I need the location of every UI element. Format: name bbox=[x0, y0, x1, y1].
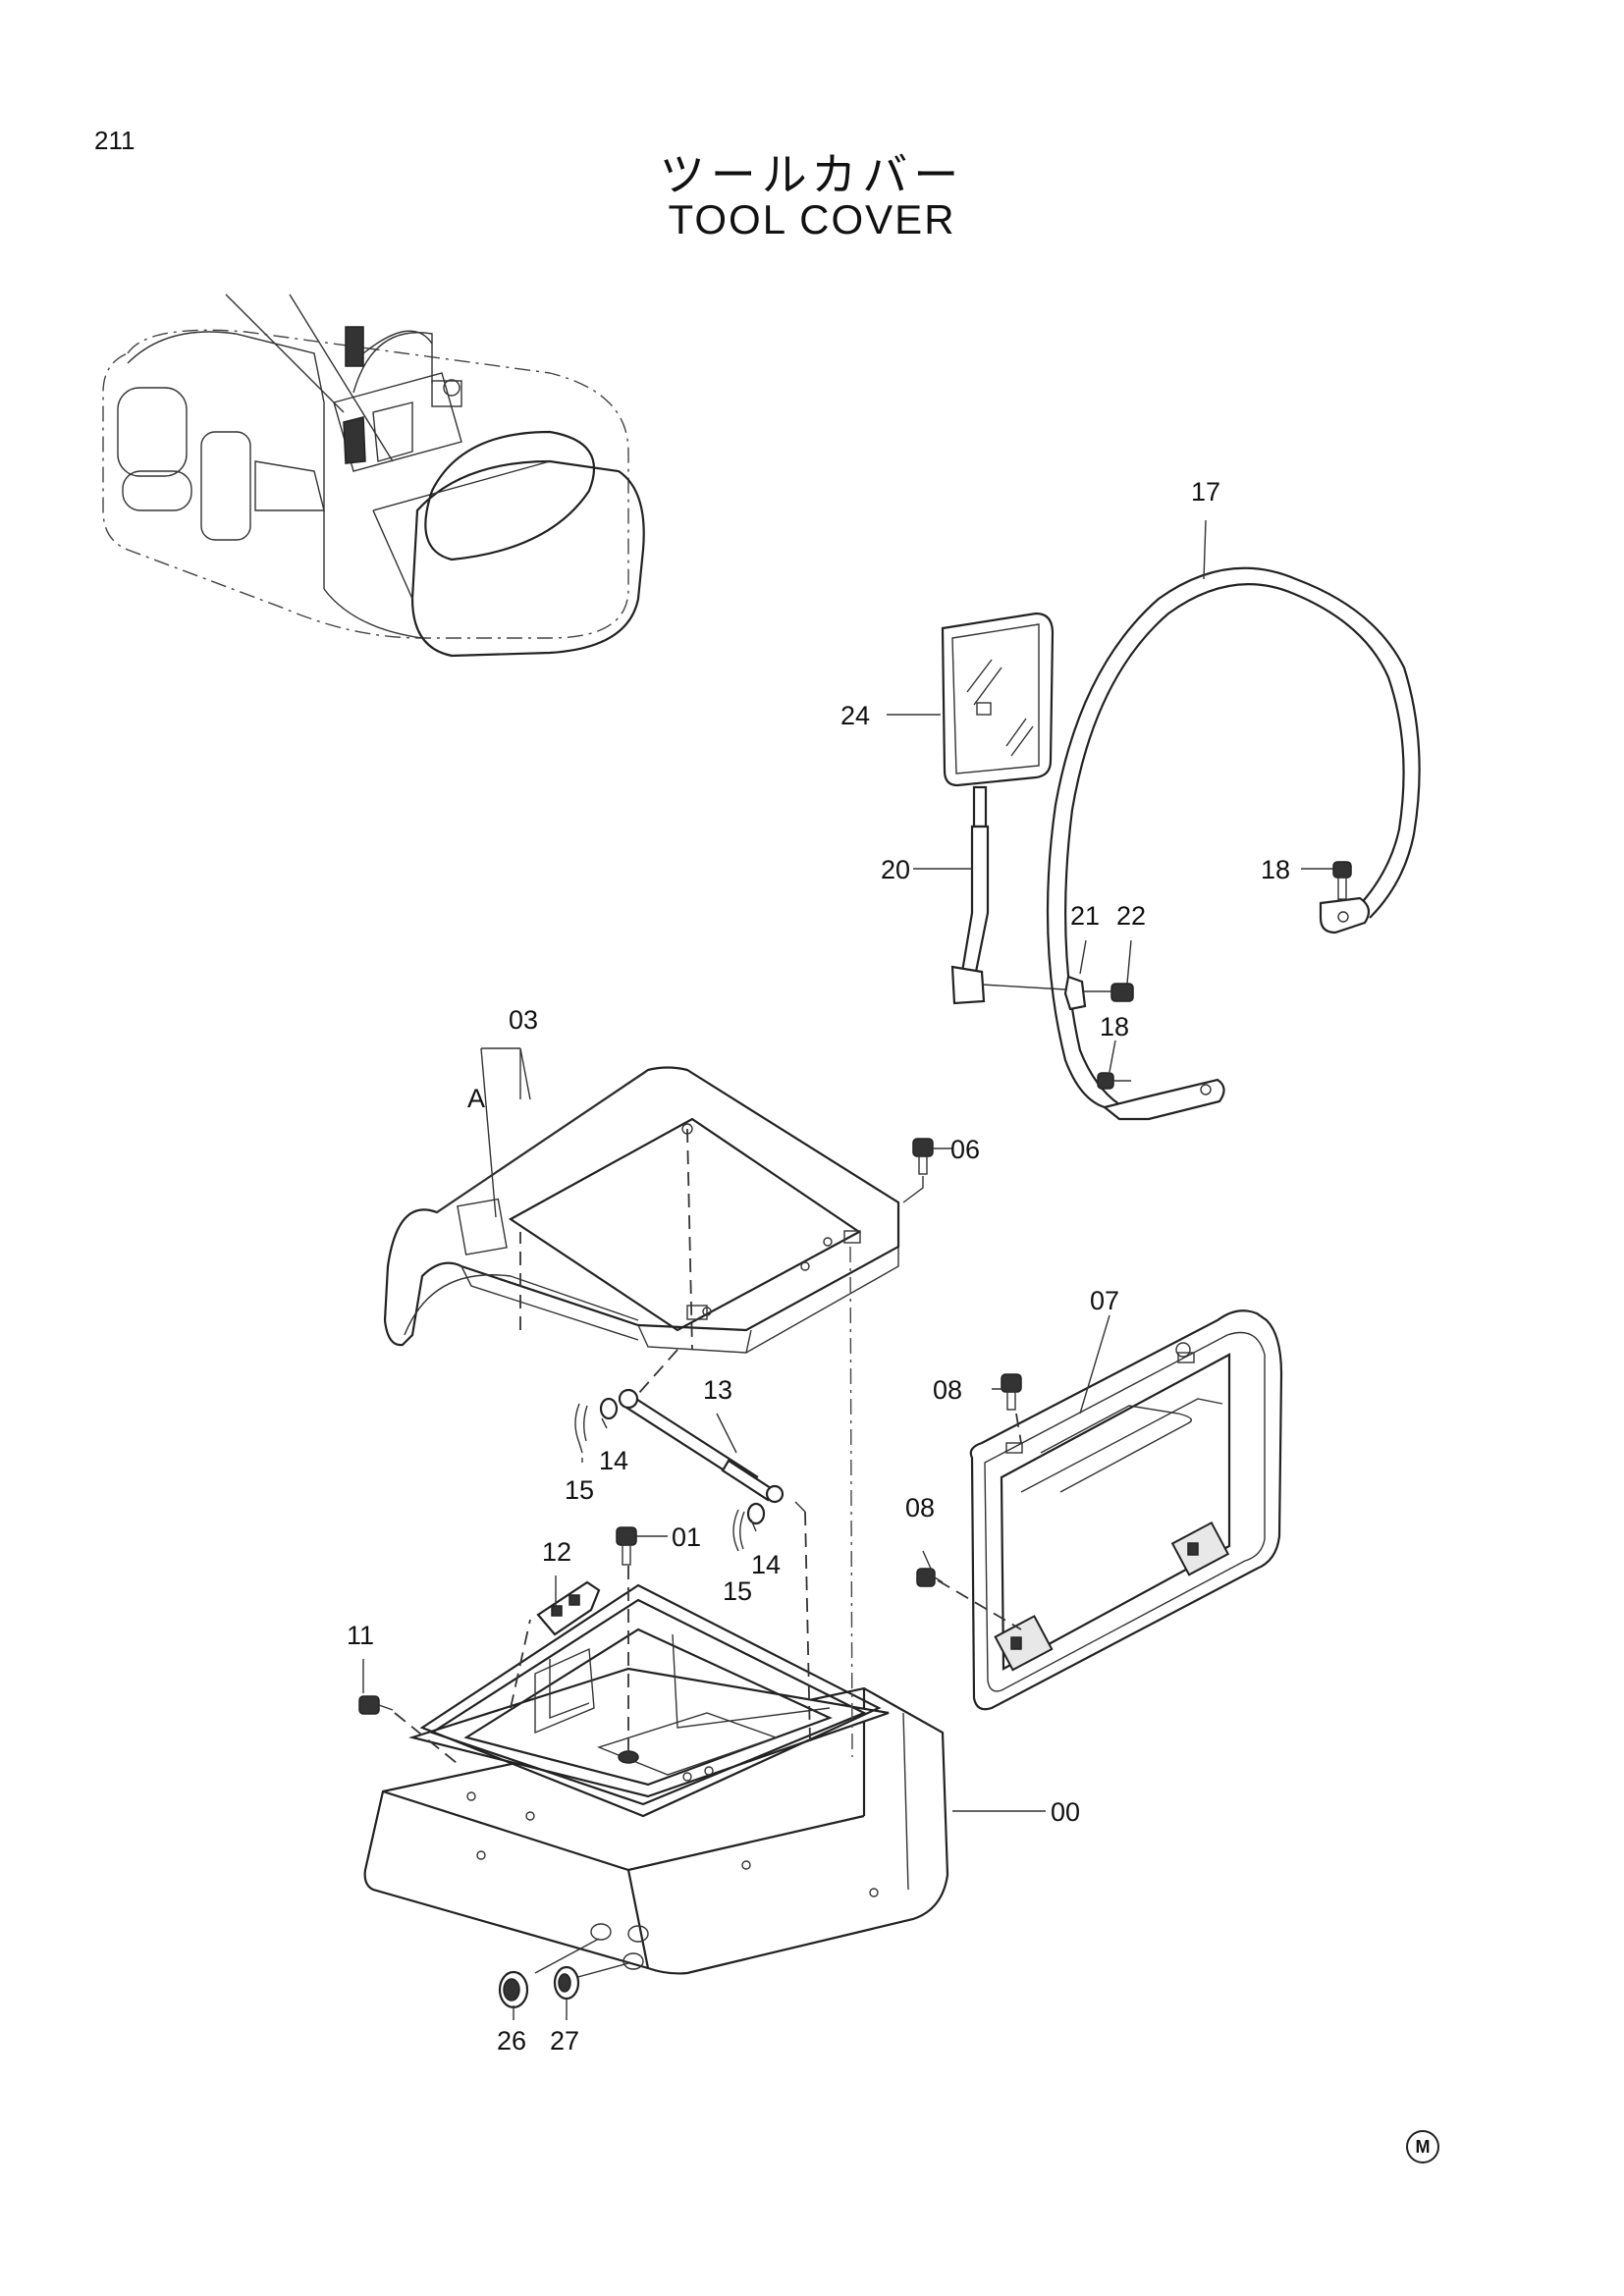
callout-14-lower: 14 bbox=[751, 1550, 781, 1579]
machine-overview-illustration bbox=[102, 294, 645, 658]
tool-box-body bbox=[363, 1583, 949, 1979]
callout-13: 13 bbox=[703, 1375, 732, 1405]
page-number: 211 bbox=[94, 126, 135, 155]
callout-detail-a: A bbox=[467, 1084, 485, 1113]
callout-18-lower: 18 bbox=[1100, 1012, 1129, 1041]
callout-00: 00 bbox=[1051, 1797, 1080, 1827]
bracket-and-bolts bbox=[358, 1138, 1022, 1715]
side-door-panel bbox=[969, 1309, 1283, 1711]
callout-14-upper: 14 bbox=[599, 1446, 628, 1475]
callout-20: 20 bbox=[881, 855, 910, 884]
callout-11: 11 bbox=[347, 1621, 374, 1650]
callout-18-upper: 18 bbox=[1261, 855, 1290, 884]
callout-08-upper: 08 bbox=[933, 1375, 962, 1405]
callout-15-lower: 15 bbox=[723, 1576, 752, 1606]
callout-01: 01 bbox=[672, 1522, 701, 1552]
handrail-assembly bbox=[1046, 566, 1421, 1121]
page-title: TOOL COVER bbox=[668, 196, 956, 242]
callout-15-upper: 15 bbox=[565, 1475, 594, 1505]
callout-21: 21 bbox=[1070, 901, 1100, 931]
callout-17: 17 bbox=[1191, 477, 1220, 507]
assembly-lines bbox=[394, 1128, 1022, 1768]
callout-22: 22 bbox=[1116, 901, 1146, 931]
callout-08-lower: 08 bbox=[905, 1493, 935, 1522]
callout-03: 03 bbox=[509, 1005, 538, 1035]
leader-lines bbox=[362, 519, 1333, 2020]
callout-07: 07 bbox=[1090, 1286, 1119, 1315]
callout-labels: 00 01 03 A 06 07 08 08 11 12 13 14 14 15… bbox=[347, 477, 1290, 2056]
callout-27: 27 bbox=[550, 2026, 579, 2056]
page-title-japanese: ツールカバー bbox=[659, 148, 965, 201]
callout-24: 24 bbox=[840, 701, 870, 730]
callout-26: 26 bbox=[497, 2026, 526, 2056]
tool-cover-lid bbox=[383, 1066, 900, 1354]
mirror-assembly bbox=[941, 612, 1066, 1005]
callout-06: 06 bbox=[950, 1135, 980, 1164]
gas-spring-assembly bbox=[574, 1388, 785, 1552]
callout-12: 12 bbox=[542, 1537, 571, 1567]
manufacturer-mark: M bbox=[1406, 2130, 1439, 2163]
